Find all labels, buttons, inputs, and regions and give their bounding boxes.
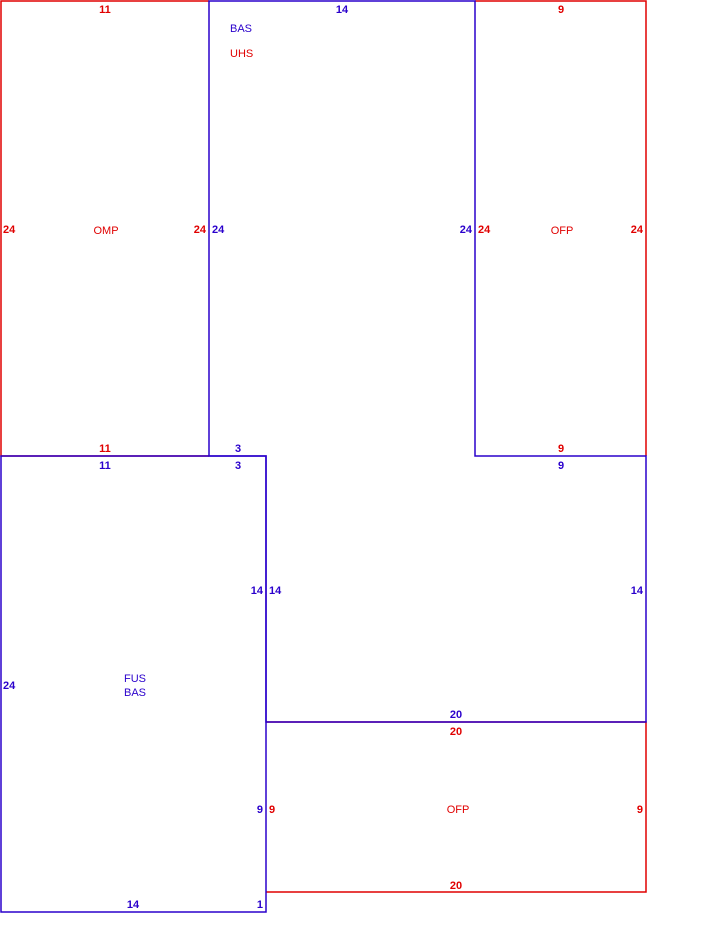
fus-area-outline (0, 455, 267, 913)
ofp-upper-area-outline (475, 0, 647, 456)
omp-left-dimension: 24 (3, 224, 16, 236)
fus-bottom-dimension: 14 (127, 899, 140, 911)
fus-right-lower-dimension: 9 (257, 804, 263, 816)
main-left-dimension: 24 (212, 224, 225, 236)
ofp-lower-bottom-dimension: 20 (450, 880, 462, 892)
ofp-lower-area-code: OFP (447, 804, 470, 816)
fus-area-code-fus: FUS (124, 673, 146, 685)
ofp-upper-top-dimension: 9 (558, 4, 564, 16)
fus-top-left-dimension: 11 (99, 460, 111, 472)
ofp-lower-right-dimension: 9 (637, 804, 643, 816)
ofp-upper-left-dimension: 24 (478, 224, 491, 236)
fus-bottom-right-dimension: 1 (257, 899, 263, 911)
main-area-code-bas: BAS (230, 23, 252, 35)
fus-area-code-bas: BAS (124, 687, 146, 699)
main-lower-right-dimension: 14 (631, 585, 644, 597)
fus-labels: 11 3 14 24 FUS BAS 9 14 1 (3, 460, 264, 911)
fus-top-right-dimension: 3 (235, 460, 241, 472)
ofp-lower-left-dimension: 9 (269, 804, 275, 816)
fus-right-upper-dimension: 14 (251, 585, 264, 597)
ofp-upper-bottom-dimension: 9 (558, 443, 564, 455)
ofp-upper-labels: 9 24 OFP 24 9 (478, 4, 644, 455)
main-right-dimension: 24 (460, 224, 473, 236)
ofp-upper-right-dimension: 24 (631, 224, 644, 236)
main-step-dimension: 9 (558, 460, 564, 472)
ofp-upper-area-code: OFP (551, 225, 574, 237)
main-outline (208, 0, 647, 723)
fus-left-dimension: 24 (3, 680, 16, 692)
ofp-lower-top-dimension: 20 (450, 726, 462, 738)
main-area-code-uhs: UHS (230, 48, 253, 60)
main-bottom-left-dimension: 3 (235, 443, 241, 455)
omp-right-dimension: 24 (194, 224, 207, 236)
main-lower-left-dimension: 14 (269, 585, 282, 597)
main-top-dimension: 14 (336, 4, 349, 16)
omp-top-dimension: 11 (99, 4, 111, 16)
fus-outline (0, 455, 267, 913)
omp-labels: 11 24 OMP 24 11 (3, 4, 207, 455)
main-bottom-dimension: 20 (450, 709, 462, 721)
ofp-lower-labels: 20 9 OFP 9 20 (269, 726, 643, 892)
main-area-outline (208, 0, 647, 723)
main-labels: 14 BAS UHS 24 24 3 9 14 14 20 (212, 4, 644, 721)
omp-bottom-dimension: 11 (99, 443, 111, 455)
omp-area-code: OMP (93, 225, 118, 237)
ofp-upper-outline (475, 0, 647, 456)
